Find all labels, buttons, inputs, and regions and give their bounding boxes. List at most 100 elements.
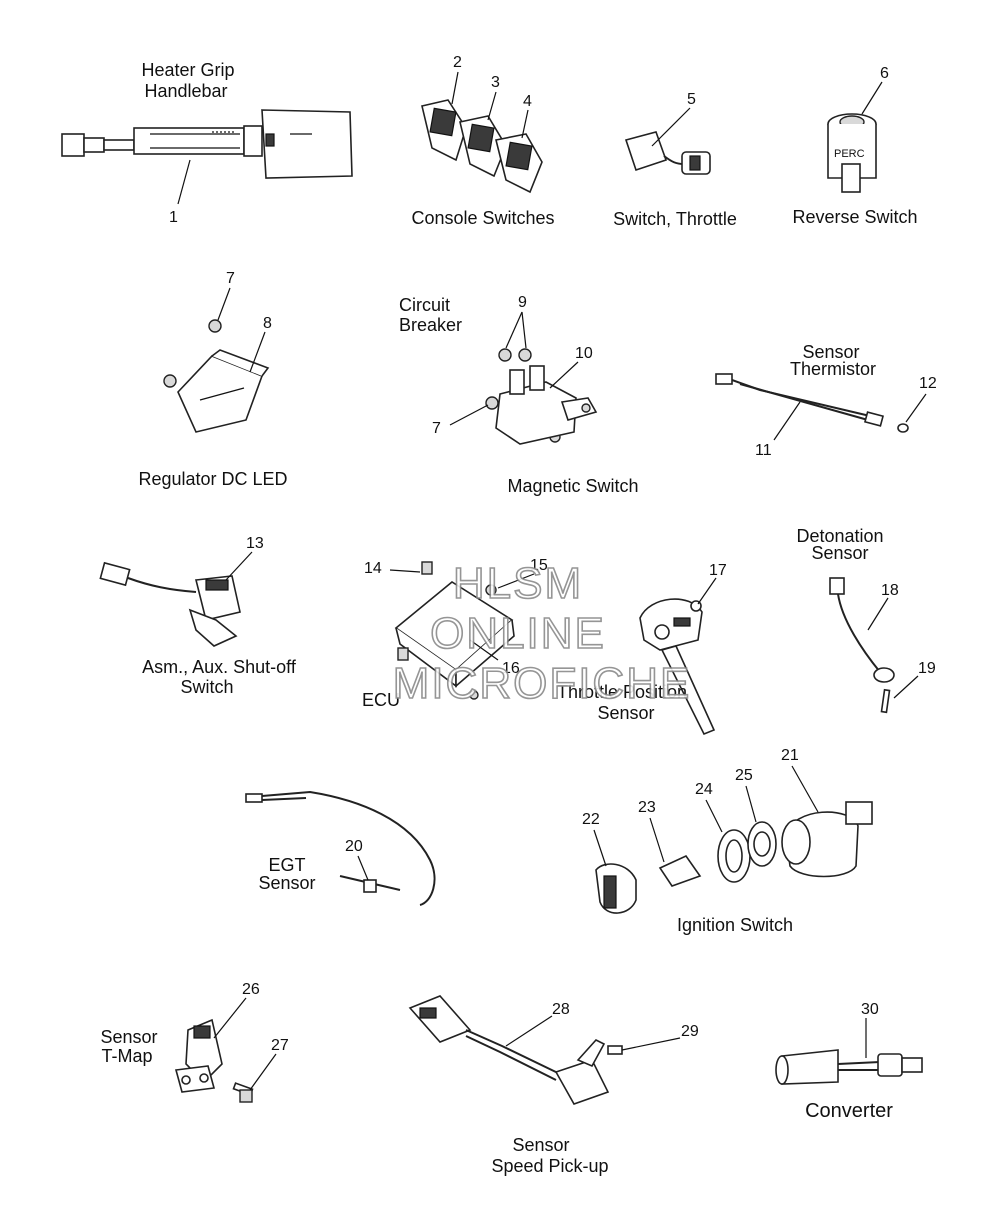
reverse-switch-part xyxy=(827,113,877,193)
leader-8 xyxy=(249,331,266,373)
label-converter: Converter xyxy=(805,1100,893,1122)
leader-3 xyxy=(487,91,497,121)
leader-12 xyxy=(905,393,927,423)
leader-5 xyxy=(651,107,691,147)
leader-26 xyxy=(213,997,247,1039)
label-sensor-thermistor-line2: Thermistor xyxy=(790,359,876,379)
leader-29 xyxy=(621,1037,681,1051)
callout-17: 17 xyxy=(709,562,727,579)
leader-6 xyxy=(861,81,883,115)
label-detonation-line2: Sensor xyxy=(811,543,868,563)
ecu-part xyxy=(394,561,515,700)
throttle-switch-part xyxy=(624,131,711,175)
callout-28: 28 xyxy=(552,1001,570,1018)
callout-1: 1 xyxy=(169,209,178,226)
label-speed-line2: Speed Pick-up xyxy=(491,1156,608,1176)
label-sensor-thermistor-line1: Sensor xyxy=(802,342,859,362)
callout-2: 2 xyxy=(453,54,462,71)
label-regulator: Regulator DC LED xyxy=(138,469,287,489)
label-egt-line2: Sensor xyxy=(258,873,315,893)
leader-1 xyxy=(177,159,191,205)
throttle-position-sensor-part xyxy=(639,598,716,736)
leader-28 xyxy=(505,1015,553,1047)
label-tmap-line2: T-Map xyxy=(101,1046,152,1066)
callout-29: 29 xyxy=(681,1023,699,1040)
callout-25: 25 xyxy=(735,767,753,784)
callout-11: 11 xyxy=(755,442,772,459)
leader-17 xyxy=(697,577,717,605)
label-aux-shutoff-line2: Switch xyxy=(180,677,233,697)
magnetic-switch-part xyxy=(485,348,598,445)
leader-15 xyxy=(497,573,535,589)
leader-19 xyxy=(893,675,919,699)
label-aux-shutoff-line1: Asm., Aux. Shut-off xyxy=(142,657,297,677)
callout-6: 6 xyxy=(880,65,889,82)
callout-9: 9 xyxy=(518,294,527,311)
watermark-line3: MICROFICHE xyxy=(393,659,692,708)
callout-12: 12 xyxy=(919,375,937,392)
label-speed-line1: Sensor xyxy=(512,1135,569,1155)
sensor-thermistor-part xyxy=(715,373,909,433)
label-egt-line1: EGT xyxy=(268,855,305,875)
label-magnetic-switch: Magnetic Switch xyxy=(507,476,638,496)
callout-20: 20 xyxy=(345,838,363,855)
callout-23: 23 xyxy=(638,799,656,816)
tmap-sensor-part xyxy=(174,1018,254,1103)
leader-24 xyxy=(705,799,723,833)
leader-9a xyxy=(505,311,523,349)
callout-8: 8 xyxy=(263,315,272,332)
speed-sensor-part xyxy=(408,995,623,1105)
callout-13: 13 xyxy=(246,535,264,552)
label-heater-grip-line1: Heater Grip xyxy=(141,60,234,80)
label-tps-line2: Sensor xyxy=(597,703,654,723)
regulator-part xyxy=(163,319,270,433)
callout-16: 16 xyxy=(502,660,520,677)
label-ecu: ECU xyxy=(362,690,400,710)
callout-30: 30 xyxy=(861,1001,879,1018)
aux-shutoff-switch-part xyxy=(99,561,241,647)
leader-2 xyxy=(451,71,459,105)
leader-27 xyxy=(249,1053,277,1091)
callout-7-upper: 7 xyxy=(226,270,235,287)
callout-10: 10 xyxy=(575,345,593,362)
label-ignition-switch: Ignition Switch xyxy=(677,915,793,935)
leader-23 xyxy=(649,817,665,863)
callout-27: 27 xyxy=(271,1037,289,1054)
detonation-sensor-part xyxy=(829,577,895,714)
label-switch-throttle: Switch, Throttle xyxy=(613,209,737,229)
callout-26: 26 xyxy=(242,981,260,998)
perc-stamp: PERC xyxy=(834,148,865,160)
leader-13 xyxy=(225,551,253,581)
leader-7b xyxy=(449,404,489,426)
callout-5: 5 xyxy=(687,91,696,108)
leader-10 xyxy=(549,361,579,389)
callout-3: 3 xyxy=(491,74,500,91)
callout-18: 18 xyxy=(881,582,899,599)
leader-11 xyxy=(773,401,801,441)
leader-9b xyxy=(521,311,527,349)
callout-21: 21 xyxy=(781,747,799,764)
watermark-line1: HLSM xyxy=(453,559,583,608)
watermark: HLSM ONLINE MICROFICHE xyxy=(392,558,692,709)
label-tps-line1: Throttle Position xyxy=(557,682,687,702)
label-console-switches: Console Switches xyxy=(411,208,554,228)
callout-7-lower: 7 xyxy=(432,420,441,437)
leader-18 xyxy=(867,597,889,631)
leader-20 xyxy=(357,855,369,881)
label-circuit-breaker-line2: Breaker xyxy=(399,315,462,335)
leader-25 xyxy=(745,785,757,823)
callout-4: 4 xyxy=(523,93,532,110)
leader-16 xyxy=(469,639,499,661)
label-circuit-breaker-line1: Circuit xyxy=(399,295,450,315)
callout-14: 14 xyxy=(364,560,382,577)
ignition-switch-part xyxy=(595,801,873,914)
callout-15: 15 xyxy=(530,557,548,574)
label-heater-grip-line2: Handlebar xyxy=(144,81,227,101)
heater-grip-part xyxy=(61,109,353,179)
leader-7a xyxy=(217,287,231,321)
leader-22 xyxy=(593,829,607,867)
callout-19: 19 xyxy=(918,660,936,677)
leader-14 xyxy=(389,569,421,573)
label-tmap-line1: Sensor xyxy=(100,1027,157,1047)
